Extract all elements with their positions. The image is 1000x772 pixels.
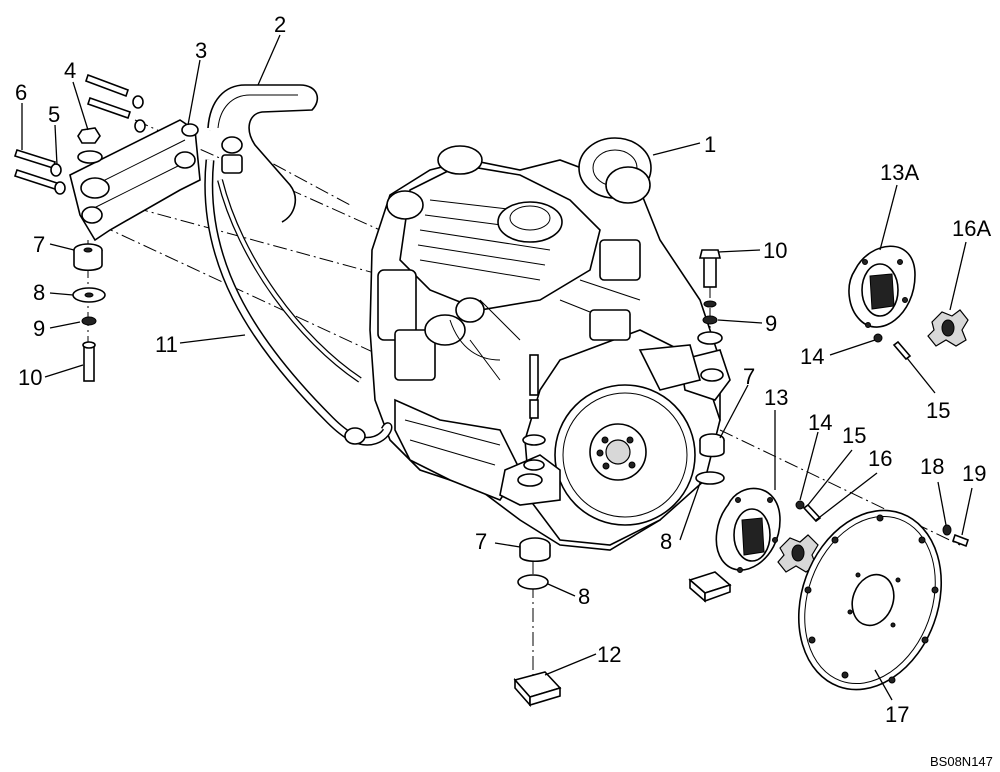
callout-5: 5 [48, 102, 60, 127]
callout-2: 2 [274, 12, 286, 37]
callout-7-left: 7 [33, 232, 45, 257]
flex-plate-17 [797, 509, 943, 691]
coupling-13a [848, 245, 916, 328]
callout-4: 4 [64, 58, 76, 83]
callout-9-right: 9 [765, 311, 777, 336]
callout-14-lower: 14 [808, 410, 832, 435]
bottom-mount-hardware [513, 537, 732, 708]
callout-9-left: 9 [33, 316, 45, 341]
callout-15-lower: 15 [842, 423, 866, 448]
callout-8-left: 8 [33, 280, 45, 305]
callout-10-left: 10 [18, 365, 42, 390]
callout-1: 1 [704, 132, 716, 157]
callout-18: 18 [920, 454, 944, 479]
mount-bracket [69, 119, 201, 242]
callout-17: 17 [885, 702, 909, 727]
callout-16a: 16A [952, 216, 991, 241]
callout-7-bottom: 7 [475, 529, 487, 554]
callout-19: 19 [962, 461, 986, 486]
callout-15-upper: 15 [926, 398, 950, 423]
callout-16: 16 [868, 446, 892, 471]
coupling-spider-16a [927, 309, 969, 347]
leader-lines [21, 34, 973, 701]
callout-3: 3 [195, 38, 207, 63]
callout-13: 13 [764, 385, 788, 410]
hardware-18-19 [942, 524, 970, 548]
callout-8-right: 8 [660, 529, 672, 554]
callout-11: 11 [155, 332, 178, 357]
callout-6: 6 [15, 80, 27, 105]
callout-8-bottom: 8 [578, 584, 590, 609]
left-hardware [13, 73, 146, 382]
callout-labels: 1 2 3 4 5 6 7 8 9 10 11 10 9 7 13 14 15 … [15, 12, 993, 769]
callout-14-upper: 14 [800, 344, 824, 369]
callout-7-right: 7 [743, 364, 755, 389]
right-mount-hardware [695, 249, 725, 485]
callout-13a: 13A [880, 160, 919, 185]
coupling-spider-16 [777, 534, 819, 573]
callout-12: 12 [597, 642, 621, 667]
engine-assembly [369, 137, 731, 551]
hardware-13 [795, 500, 822, 523]
coupling-13 [715, 487, 781, 573]
callout-10-right: 10 [763, 238, 787, 263]
drawing-code: BS08N147 [930, 754, 993, 769]
hose-assembly [204, 84, 393, 446]
hardware-13a [873, 333, 912, 361]
